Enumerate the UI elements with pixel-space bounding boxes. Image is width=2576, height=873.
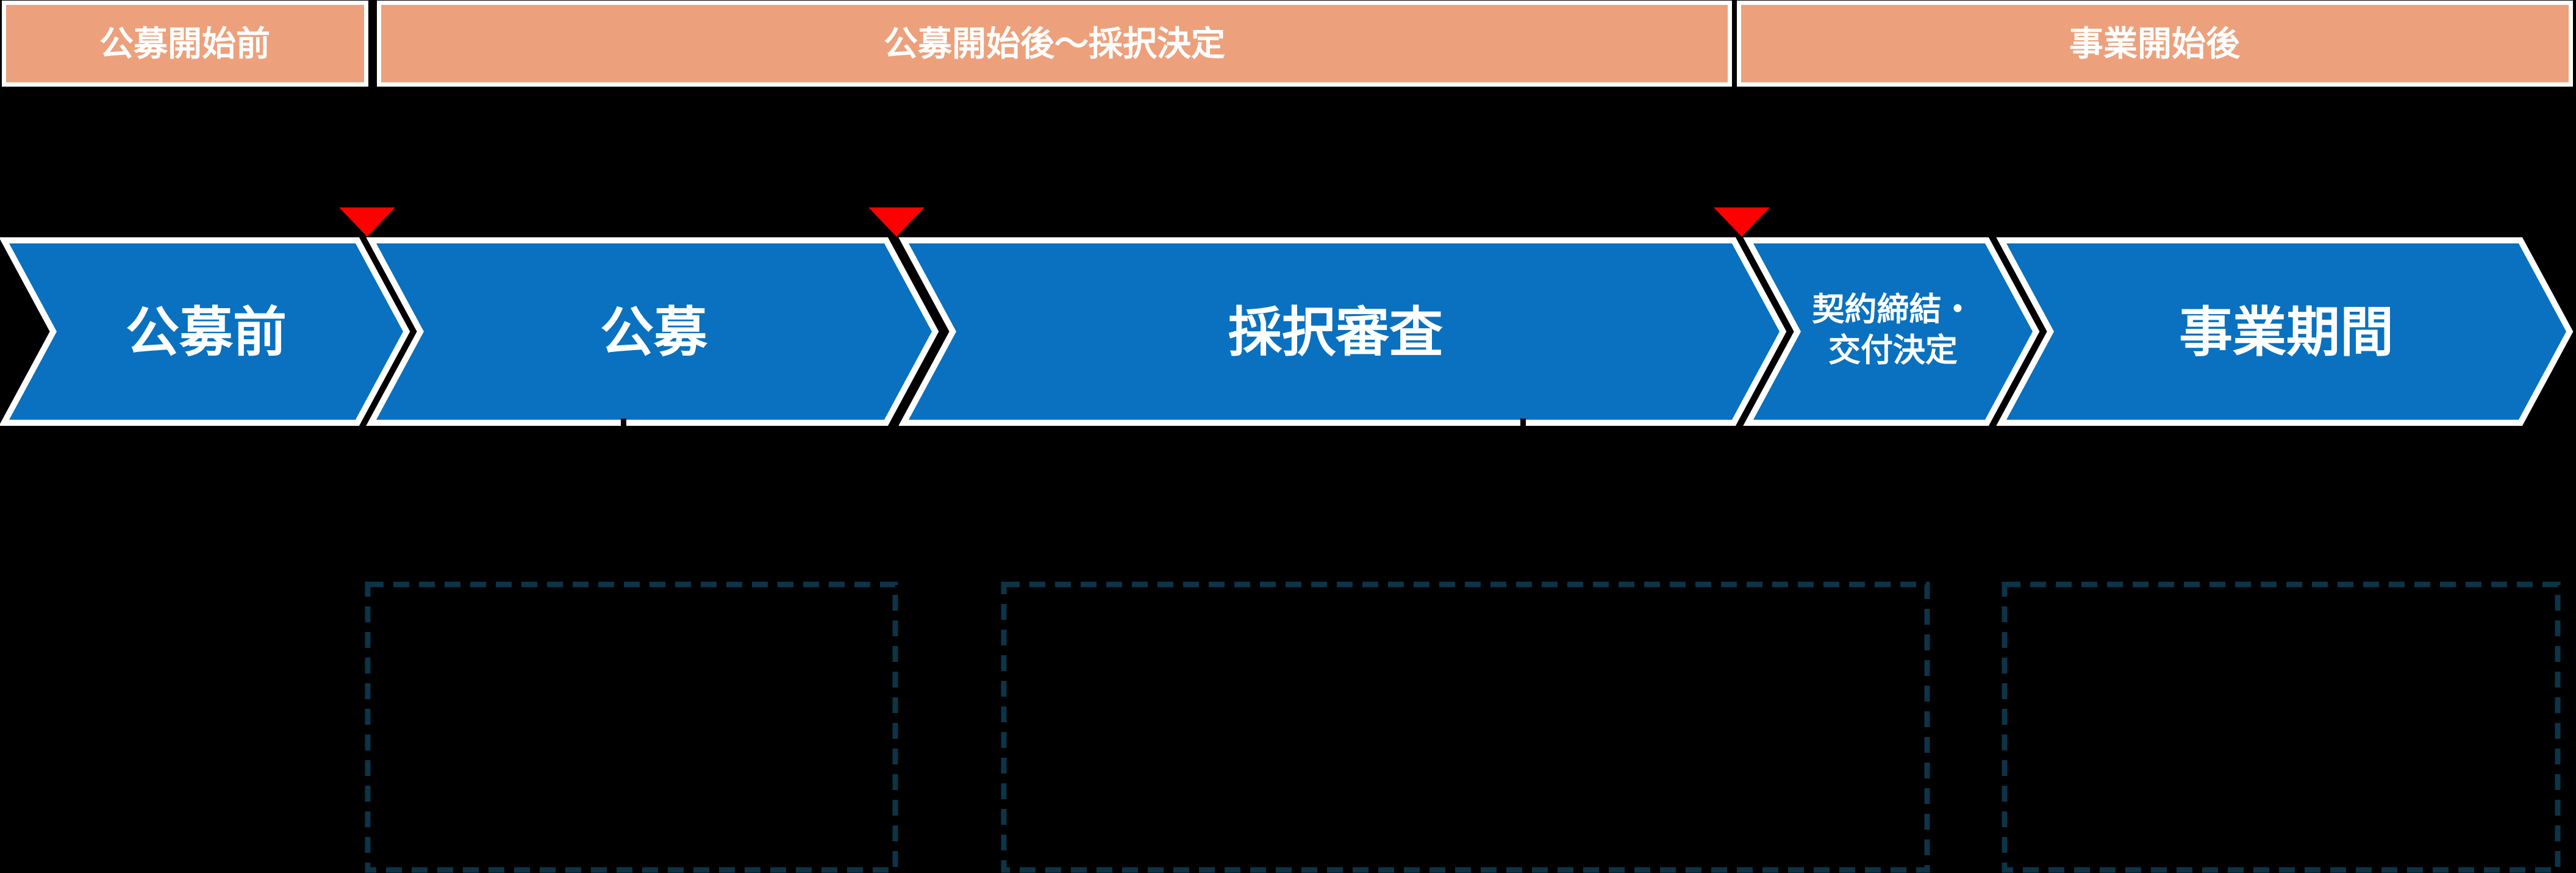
- process-chevron-project-period-label: 事業期間: [2179, 302, 2394, 362]
- connector-tick-2: [1520, 419, 1526, 444]
- process-chevron-contract-label-line1: 契約締結・: [1812, 292, 1974, 328]
- milestone-triangle-icon-3: [1714, 207, 1770, 237]
- process-chevron-application-label: 公募: [600, 302, 708, 362]
- annotation-dashed-box-3: [2002, 581, 2561, 873]
- milestone-triangle-icon-2: [868, 207, 925, 237]
- connector-tick-1: [621, 419, 626, 444]
- milestone-triangle-icon-1: [339, 207, 395, 237]
- phase-bar-before-open-label: 公募開始前: [99, 24, 270, 63]
- annotation-box-row: [365, 581, 2561, 873]
- process-chevron-pre-application: [0, 237, 410, 426]
- process-chevron-band: 公募前 公募 採択審査 契約締結・ 交付決定 事業期間: [0, 237, 2574, 444]
- milestone-marker-row: [339, 207, 1770, 237]
- phase-bar-row: 公募開始前 公募開始後〜採択決定 事業開始後: [2, 1, 2573, 87]
- phase-bar-after-start-label: 事業開始後: [2069, 24, 2241, 63]
- process-chevron-contract: [1743, 237, 2040, 426]
- process-chevron-review-label: 採択審査: [1228, 302, 1443, 362]
- annotation-dashed-box-1: [365, 581, 898, 873]
- phase-bar-open-to-decision-label: 公募開始後〜採択決定: [884, 24, 1225, 63]
- annotation-dashed-box-2: [1001, 581, 1930, 873]
- process-chevron-contract-label-line2: 交付決定: [1828, 332, 1958, 368]
- phase-bar-after-start: [1737, 1, 2573, 87]
- process-chevron-project-period: [1996, 237, 2574, 426]
- phase-bar-open-to-decision: [377, 1, 1732, 87]
- process-chevron-review: [898, 237, 1787, 426]
- phase-bar-before-open: [2, 1, 368, 87]
- process-chevron-application: [366, 237, 939, 426]
- process-chevron-pre-application-label: 公募前: [126, 302, 287, 362]
